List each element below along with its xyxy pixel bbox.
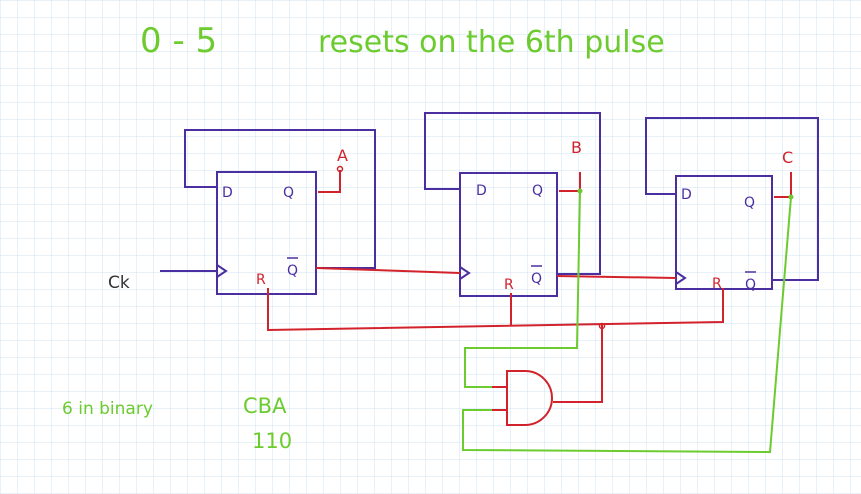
pin-r-c: R [712, 276, 722, 292]
clock-label: Ck [108, 273, 130, 293]
flipflop-a-box [216, 171, 317, 295]
clock-input-c [675, 271, 687, 285]
title-reset-note: resets on the 6th pulse [318, 25, 665, 60]
pin-q-a: Q [283, 185, 294, 201]
binary-value: 110 [252, 429, 292, 453]
reset-junction [598, 322, 606, 330]
tap-node-b [577, 188, 583, 194]
output-label-b: B [571, 138, 582, 157]
pin-d-a: D [222, 185, 233, 201]
wire-b-to-gate [464, 190, 581, 388]
and-gate [506, 370, 553, 426]
binary-header: CBA [243, 394, 287, 418]
reset-bus [267, 288, 724, 332]
pin-qbar-a: Q [287, 263, 298, 279]
ripple-wire-ab [315, 267, 461, 274]
ripple-wire-bc [556, 275, 677, 279]
reset-from-gate [553, 325, 603, 403]
output-label-a: A [337, 146, 348, 165]
flipflop-b-box [459, 172, 558, 297]
binary-note-label: 6 in binary [62, 399, 153, 419]
pin-qbar-c: Q [745, 277, 756, 293]
tap-node-c [788, 194, 794, 200]
pin-q-c: Q [744, 195, 755, 211]
feedback-loop-b [424, 112, 601, 275]
pin-d-b: D [476, 183, 487, 199]
pin-d-c: D [681, 187, 692, 203]
title-range: 0 - 5 [140, 21, 217, 61]
output-label-c: C [782, 148, 793, 167]
output-node-a [336, 165, 344, 173]
feedback-loop-c [645, 117, 819, 281]
pin-r-a: R [256, 272, 266, 288]
wire-c-to-gate [462, 196, 792, 454]
clock-input-b [459, 266, 471, 280]
clock-input-a [216, 264, 228, 278]
output-wire-a [318, 170, 341, 193]
pin-q-b: Q [532, 183, 543, 199]
pin-qbar-b: Q [531, 271, 542, 287]
pin-r-b: R [504, 277, 514, 293]
feedback-loop-a [184, 129, 376, 269]
